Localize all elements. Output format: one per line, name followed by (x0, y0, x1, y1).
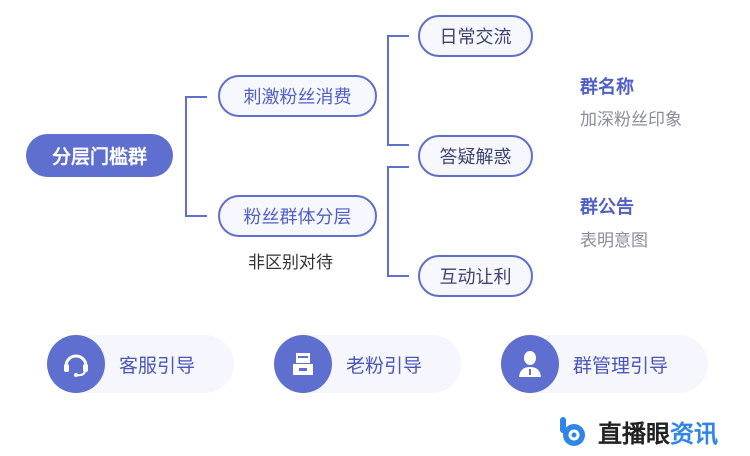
printer-icon (274, 335, 332, 393)
connector (387, 35, 389, 146)
guide-group-admin: 群管理引导 (501, 335, 708, 393)
connector (185, 96, 187, 217)
connector (387, 166, 409, 168)
leaf-benefits: 互动让利 (418, 255, 533, 297)
connector (387, 144, 409, 146)
note-sub: 表明意图 (580, 231, 648, 251)
brand-eye-icon (560, 416, 585, 446)
connector (185, 215, 207, 217)
connector (387, 166, 389, 277)
connector (387, 35, 409, 37)
headset-icon (47, 335, 105, 393)
leaf-qa: 答疑解惑 (418, 135, 533, 177)
guide-label: 老粉引导 (346, 354, 423, 377)
note-title: 群名称 (580, 77, 634, 98)
branch-note: 非区别对待 (248, 253, 333, 273)
root-node: 分层门槛群 (26, 134, 173, 177)
brand-accent: 资讯 (670, 420, 718, 448)
branch-fan-layering: 粉丝群体分层 (218, 195, 377, 237)
connector (185, 96, 207, 98)
guide-label: 群管理引导 (573, 354, 669, 377)
brand-logo: 直播眼 资讯 (558, 414, 718, 449)
leaf-daily-chat: 日常交流 (418, 15, 533, 57)
note-title: 群公告 (580, 197, 634, 218)
guide-old-fans: 老粉引导 (274, 335, 461, 393)
user-icon (501, 335, 559, 393)
connector (387, 275, 409, 277)
branch-stimulate-consumption: 刺激粉丝消费 (218, 75, 377, 117)
brand-main: 直播眼 (598, 420, 670, 448)
note-sub: 加深粉丝印象 (580, 110, 682, 130)
guide-label: 客服引导 (119, 354, 196, 377)
guide-customer-service: 客服引导 (47, 335, 234, 393)
